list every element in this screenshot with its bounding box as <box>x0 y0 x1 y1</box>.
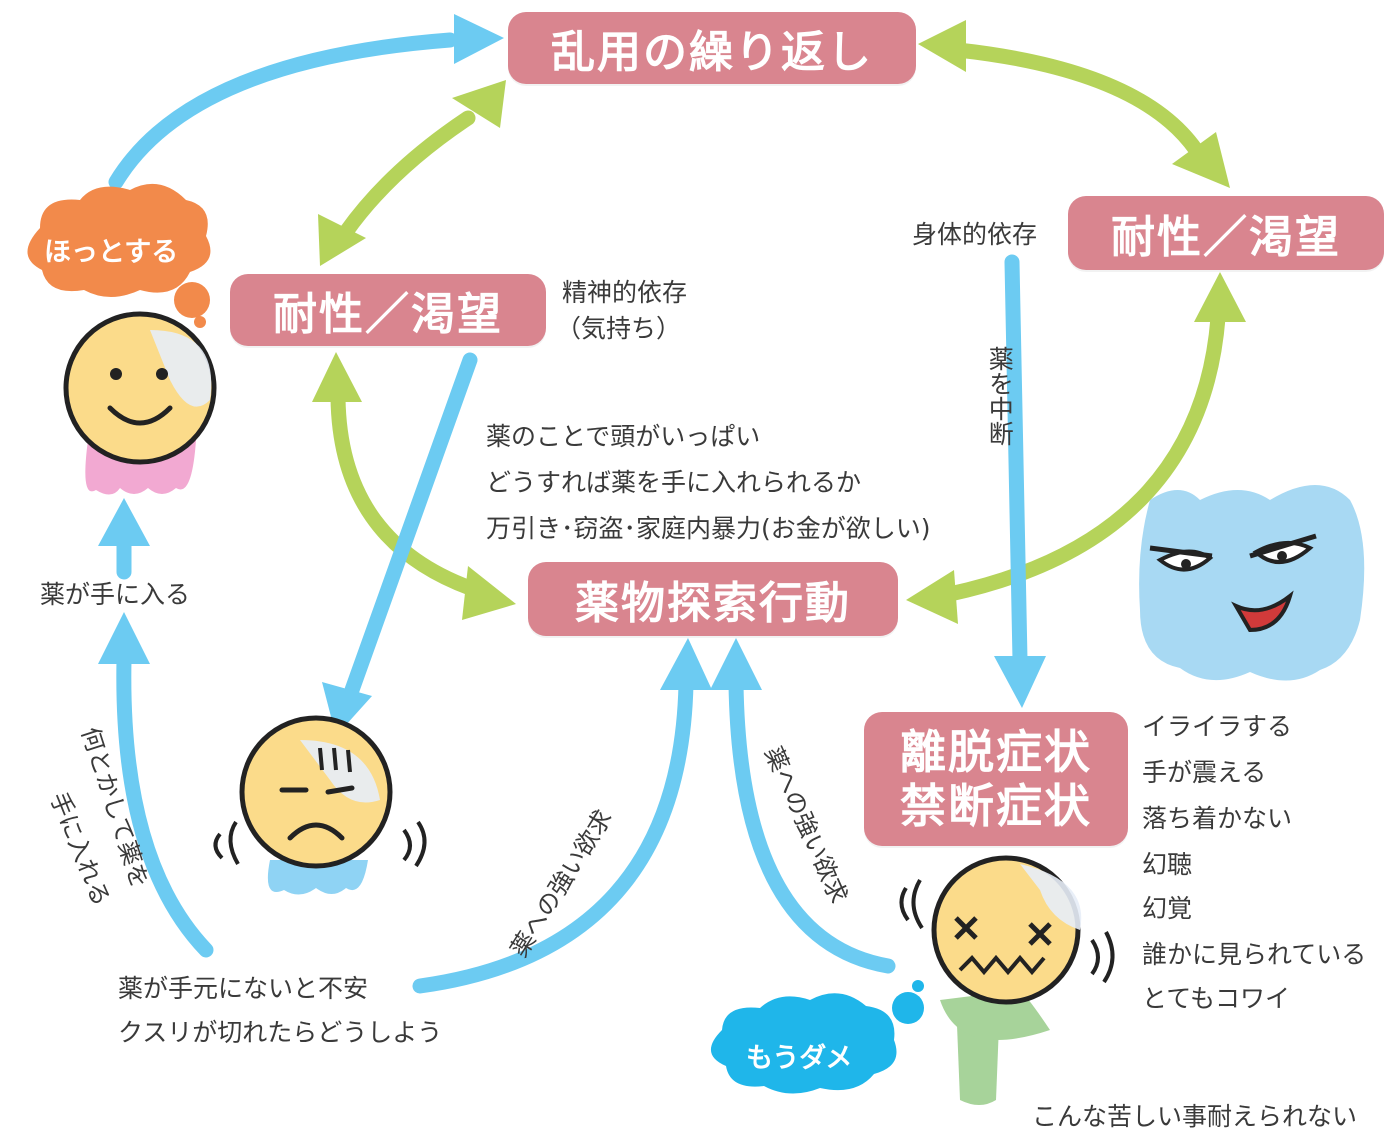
seeking-box: 薬物探索行動 <box>528 562 898 636</box>
relief-cloud-shape <box>27 183 211 297</box>
mental-dependence-note: （気持ち） <box>556 314 682 343</box>
hopeless-cloud-shape <box>710 993 897 1094</box>
symptom-6: 誰かに見られている <box>1142 940 1367 969</box>
green-arrowhead <box>318 214 366 266</box>
blue-arrowhead <box>660 638 712 690</box>
monster-icon <box>1139 485 1365 681</box>
blue-arrowhead <box>98 612 150 664</box>
blue-arrowhead <box>454 14 504 64</box>
dizzy-face-icon <box>899 855 1115 1105</box>
tolerance-left-box: 耐性／渇望 <box>230 274 546 346</box>
symptom-1: イライラする <box>1142 712 1293 741</box>
green-arrow-repeat-to-right-tolerance <box>950 42 1204 158</box>
withdrawal-box: 離脱症状 禁断症状 <box>864 712 1128 846</box>
thought-dot <box>174 282 210 318</box>
physical-dependence-label: 身体的依存 <box>912 220 1038 249</box>
green-arrowhead <box>1172 132 1230 188</box>
green-arrow-repeat-to-left-tolerance <box>338 110 476 240</box>
green-arrowhead <box>462 566 516 620</box>
thought-dot <box>194 316 206 328</box>
symptom-4: 幻聴 <box>1142 850 1193 879</box>
got-drug-label: 薬が手に入る <box>40 580 191 609</box>
blue-arrow-anxiety-to-got-drug <box>116 652 214 958</box>
withdrawal-label-1: 離脱症状 <box>900 724 1092 779</box>
green-arrowhead <box>918 20 966 72</box>
blue-arrow-hopeless-to-seeking <box>728 676 896 974</box>
blue-arrowhead <box>710 638 762 690</box>
green-arrowhead <box>906 570 958 624</box>
symptom-2: 手が震える <box>1142 758 1267 787</box>
mental-dependence-label: 精神的依存 <box>562 278 688 307</box>
symptom-3: 落ち着かない <box>1142 804 1293 833</box>
thought-line-3: 万引き･窃盗･家庭内暴力(お金が欲しい) <box>486 514 931 543</box>
green-arrowhead <box>1194 272 1246 322</box>
thought-dot <box>912 980 924 992</box>
blue-arrow-physical-to-withdrawal <box>1004 254 1028 668</box>
blue-arrow-relief-to-repeat <box>108 32 458 190</box>
happy-face-icon <box>63 311 217 495</box>
anxiety-line-1: 薬が手元にないと不安 <box>118 974 369 1003</box>
anxiety-line-2: クスリが切れたらどうしよう <box>118 1018 443 1047</box>
withdrawal-label-2: 禁断症状 <box>900 779 1092 833</box>
hopeless-cloud-text: もうダメ <box>746 1043 853 1074</box>
green-arrowhead <box>452 80 506 128</box>
symptom-7: とてもコワイ <box>1142 984 1291 1013</box>
relief-cloud-text: ほっとする <box>44 237 179 268</box>
thought-line-2: どうすれば薬を手に入れられるか <box>486 468 862 497</box>
blue-arrow-anxiety-to-seeking <box>412 676 694 994</box>
blue-arrowhead <box>98 498 150 546</box>
sad-face-icon <box>213 715 427 895</box>
suffering-label: こんな苦しい事耐えられない <box>1032 1102 1358 1131</box>
stop-drug-label: 薬を中断 <box>985 346 1015 446</box>
tolerance-right-box: 耐性／渇望 <box>1068 196 1384 270</box>
thought-line-1: 薬のことで頭がいっぱい <box>486 422 761 451</box>
thought-dot <box>892 992 924 1024</box>
green-arrowhead <box>312 352 362 402</box>
symptom-5: 幻覚 <box>1142 894 1193 923</box>
repeat-box: 乱用の繰り返し <box>508 12 916 84</box>
blue-arrow-tolerance-to-sad <box>344 352 478 698</box>
blue-arrowhead <box>994 656 1046 708</box>
green-arrow-left-tolerance-to-seeking <box>330 390 478 596</box>
